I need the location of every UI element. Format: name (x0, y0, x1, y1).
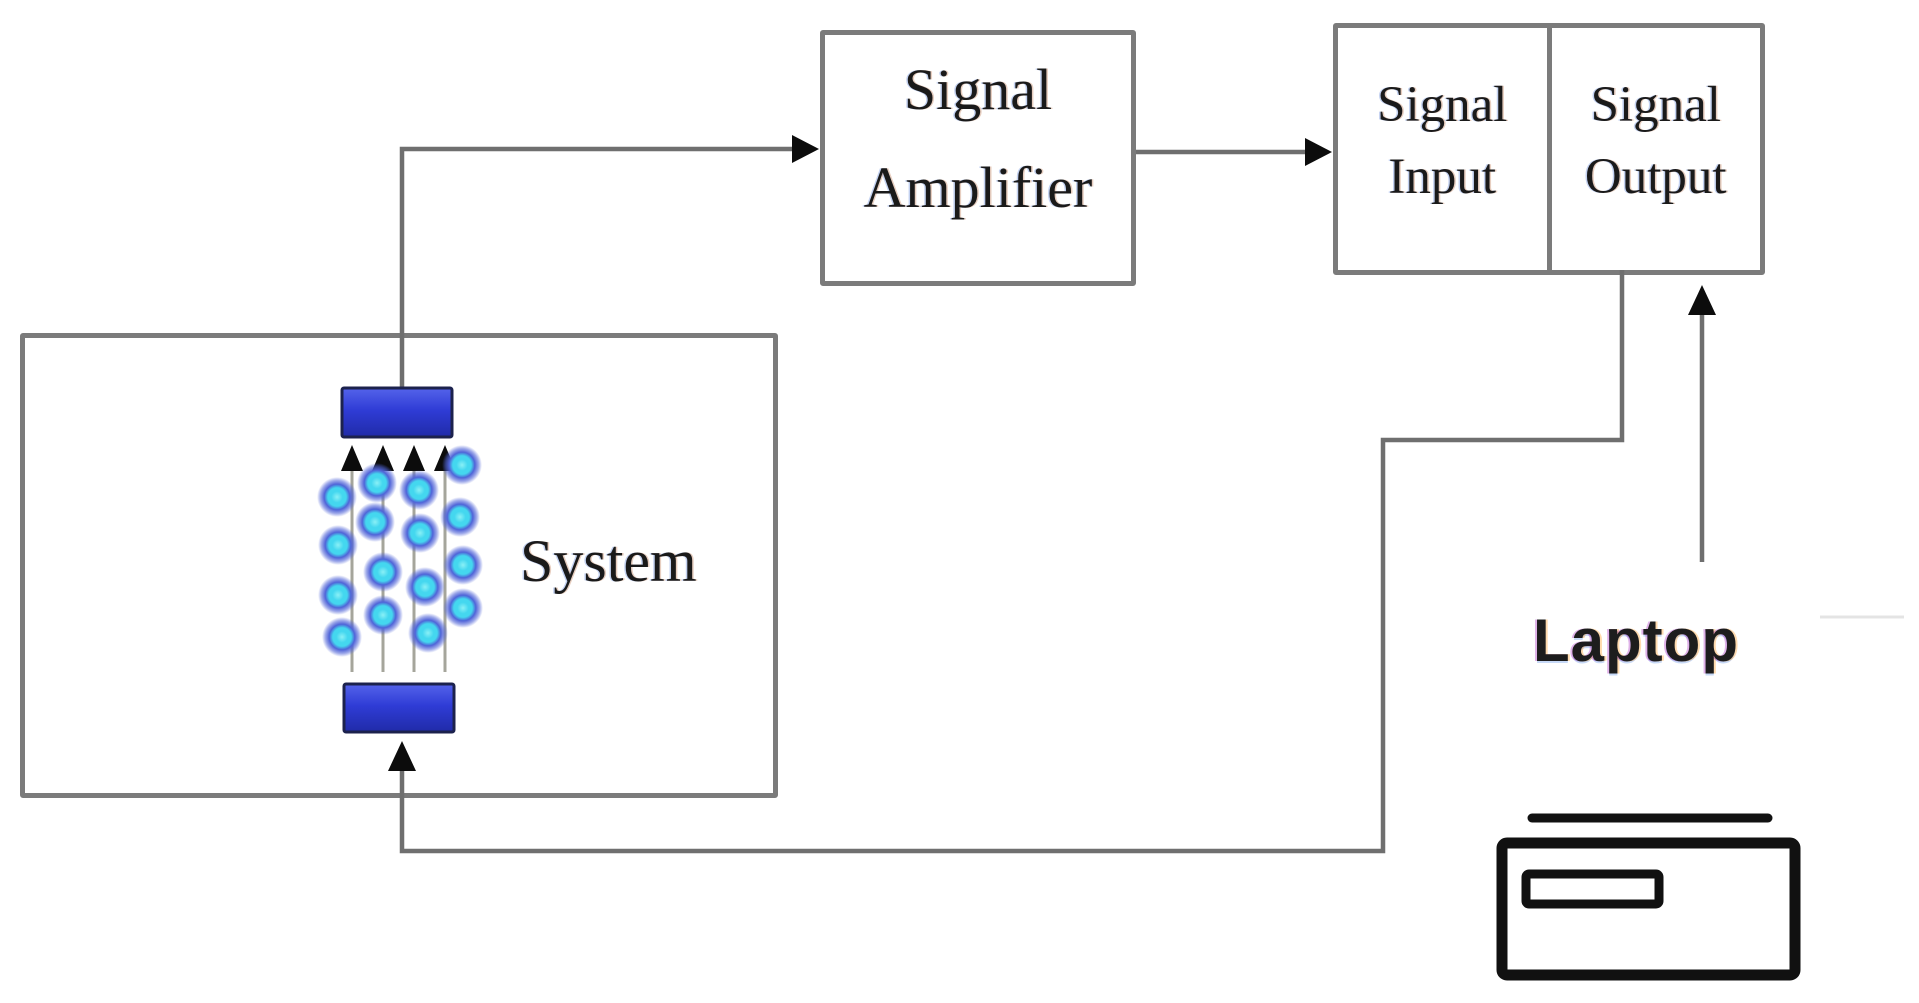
signal-output-box: Signal Output (1552, 28, 1761, 270)
signal-input-label: Signal Input (1377, 77, 1508, 205)
laptop-body (1496, 837, 1801, 981)
signal-output-label: Signal Output (1584, 77, 1727, 205)
system-label: System (520, 528, 697, 594)
laptop-label: Laptop (1533, 607, 1739, 674)
signal-input-box: Signal Input (1338, 28, 1547, 270)
arrowhead-into-signal-input (1305, 138, 1332, 166)
laptop-slot (1521, 869, 1664, 909)
signal-amplifier-box: Signal Amplifier (820, 30, 1136, 286)
arrowhead-into-signal-output (1688, 285, 1716, 315)
io-divider (1546, 28, 1552, 270)
arrowhead-into-amplifier (792, 135, 819, 163)
laptop-drawing (1496, 813, 1801, 981)
signal-io-box: Signal Input Signal Output (1333, 23, 1765, 275)
signal-amplifier-label: Signal Amplifier (863, 57, 1093, 220)
